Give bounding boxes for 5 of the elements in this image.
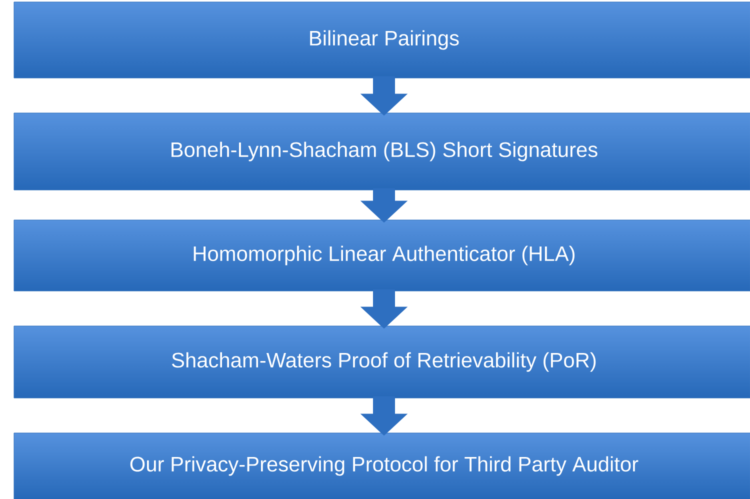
process-box: Boneh-Lynn-Shacham (BLS) Short Signatures: [14, 112, 750, 190]
process-box: Shacham-Waters Proof of Retrievability (PoR): [14, 326, 750, 398]
process-box: Homomorphic Linear Authenticator (HLA): [14, 220, 750, 292]
process-box: Our Privacy-Preserving Protocol for Third Party Auditor: [14, 432, 750, 499]
process-box: Bilinear Pairings: [14, 2, 750, 78]
